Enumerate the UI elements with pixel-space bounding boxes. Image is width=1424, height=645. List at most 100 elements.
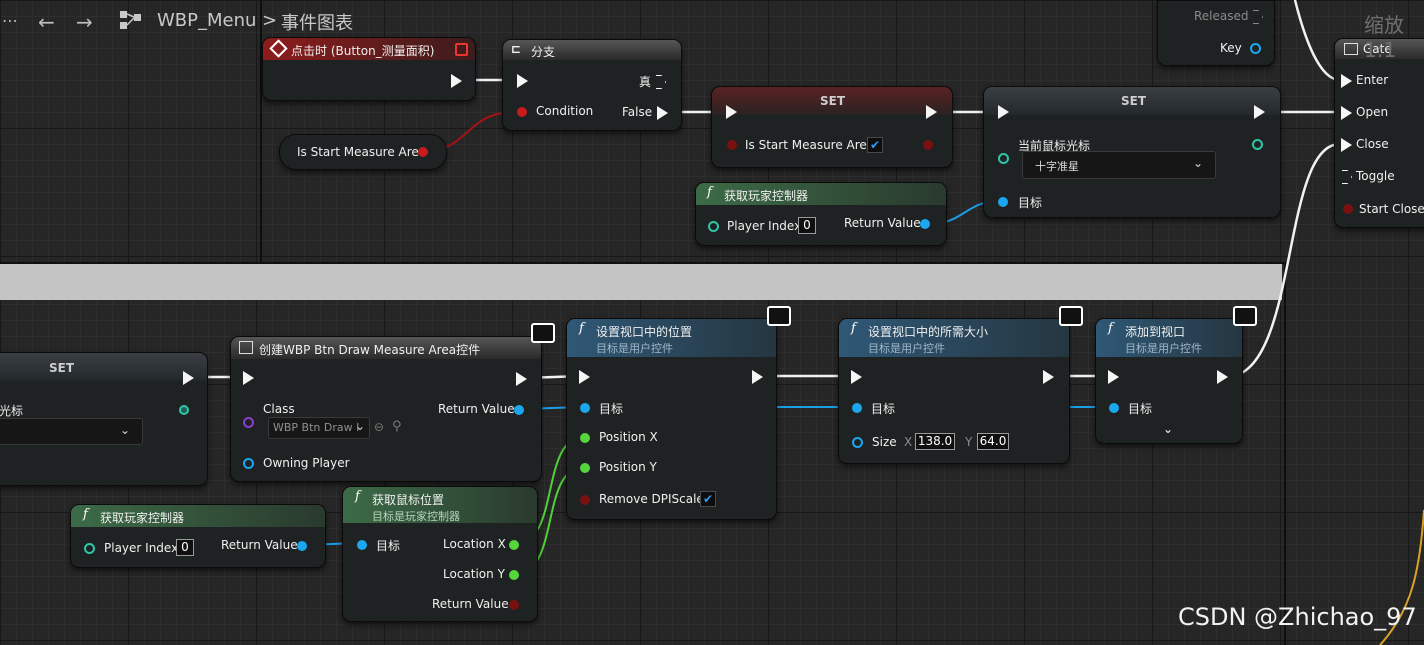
gpc-bottom-index-pin[interactable] (84, 543, 95, 554)
menu-icon[interactable]: ⋯ (2, 11, 18, 30)
event-node[interactable]: 点击时 (Button_测量面积) (262, 37, 476, 101)
branch-icon: ⊏ (511, 42, 522, 56)
set-size-x-label: X (904, 435, 913, 449)
set1-var-label: Is Start Measure Area (745, 138, 875, 152)
create-widget-owning-pin[interactable] (243, 458, 254, 469)
gate-open-pin[interactable] (1341, 106, 1352, 120)
create-widget-exec-in-pin[interactable] (243, 371, 254, 385)
create-widget-node[interactable]: 创建WBP Btn Draw Measure Area控件 Class WBP … (230, 336, 542, 482)
gpc-bottom-return-pin[interactable] (297, 541, 307, 551)
key-node[interactable]: Released Key (1157, 0, 1275, 66)
set-desired-size-node[interactable]: f 设置视口中的所需大小 目标是用户控件 目标 Size X 138.0 Y 6… (838, 318, 1070, 464)
gpc-top-return-label: Return Value (844, 216, 921, 230)
set-size-exec-in-pin[interactable] (851, 370, 862, 384)
set-size-size-pin[interactable] (852, 437, 863, 448)
gate-title: Gate (1363, 42, 1392, 56)
gpc-bottom-index-input[interactable]: 0 (176, 539, 194, 556)
gpc-top-return-pin[interactable] (920, 219, 930, 229)
set-position-in-viewport-node[interactable]: f 设置视口中的位置 目标是用户控件 目标 Position X Positio… (566, 318, 777, 520)
set-size-exec-out-pin[interactable] (1043, 370, 1054, 384)
expand-chevron-icon[interactable]: ⌄ (1163, 422, 1174, 436)
set-left-title: SET (49, 361, 75, 375)
branch-true-pin[interactable] (656, 75, 666, 89)
branch-header: ⊏ 分支 (503, 40, 681, 60)
get-player-controller-top-node[interactable]: f 获取玩家控制器 Player Index 0 Return Value (695, 182, 947, 246)
back-arrow-icon[interactable]: ← (38, 10, 55, 34)
add-viewport-exec-in-pin[interactable] (1108, 370, 1119, 384)
set2-value-pin[interactable] (998, 153, 1009, 164)
gpc-top-header: f 获取玩家控制器 (696, 183, 946, 205)
set-is-start-measure-area-node[interactable]: SET Is Start Measure Area ✔ (711, 86, 953, 168)
set-size-x-input[interactable]: 138.0 (915, 433, 955, 450)
gpc-top-index-pin[interactable] (708, 221, 719, 232)
set2-out-pin[interactable] (1252, 139, 1263, 150)
breadcrumb-graph[interactable]: 事件图表 (281, 13, 353, 34)
set1-exec-in-pin[interactable] (726, 105, 737, 119)
set-pos-dpi-checkbox[interactable]: ✔ (700, 491, 716, 507)
set-pos-exec-out-pin[interactable] (752, 370, 763, 384)
set2-exec-out-pin[interactable] (1254, 105, 1265, 119)
gpc-top-index-input[interactable]: 0 (798, 217, 816, 234)
set-mouse-cursor-node[interactable]: SET 当前鼠标光标 十字准星 ⌄ 目标 (983, 86, 1281, 218)
gate-enter-pin[interactable] (1341, 74, 1352, 88)
set1-value-pin[interactable] (727, 140, 737, 150)
cursor-dropdown-value: 十字准星 (1035, 160, 1079, 173)
set-left-dropdown[interactable]: ⌄ (0, 418, 143, 445)
event-exec-out-pin[interactable] (451, 74, 462, 88)
gate-node[interactable]: Gate Enter Open Close Toggle Start Close (1334, 38, 1424, 228)
class-picker-value: WBP Btn Draw I (273, 421, 360, 434)
browse-search-icon[interactable]: ⚲ (392, 419, 402, 434)
create-widget-class-pin[interactable] (243, 417, 254, 428)
add-viewport-target-pin[interactable] (1109, 403, 1119, 413)
comment-title-bar[interactable] (0, 264, 1282, 300)
set-left-exec-out-pin[interactable] (183, 371, 194, 385)
set1-out-pin[interactable] (923, 140, 933, 150)
use-selected-icon[interactable]: ⊖ (374, 420, 385, 434)
set-pos-y-pin[interactable] (580, 463, 590, 473)
gate-enter-label: Enter (1356, 73, 1389, 87)
set2-target-label: 目标 (1018, 196, 1043, 210)
branch-exec-in-pin[interactable] (517, 74, 528, 88)
set-pos-target-pin[interactable] (580, 403, 590, 413)
set-size-y-input[interactable]: 64.0 (977, 433, 1009, 450)
set-pos-subtitle: 目标是用户控件 (596, 342, 673, 355)
gate-start-close-pin[interactable] (1343, 204, 1353, 214)
getter-out-pin[interactable] (418, 147, 428, 157)
branch-false-pin[interactable] (657, 106, 668, 120)
cursor-dropdown[interactable]: 十字准星 ⌄ (1022, 151, 1216, 179)
key-pin[interactable] (1250, 43, 1261, 54)
released-exec-pin[interactable] (1253, 10, 1263, 24)
set1-exec-out-pin[interactable] (926, 105, 937, 119)
mouse-pos-return-pin[interactable] (509, 600, 519, 610)
mouse-pos-y-pin[interactable] (509, 570, 519, 580)
event-delegate-icon[interactable] (455, 43, 468, 56)
create-widget-exec-out-pin[interactable] (516, 372, 527, 386)
branch-condition-pin[interactable] (517, 107, 527, 117)
breadcrumb-app[interactable]: WBP_Menu (157, 10, 257, 31)
gpc-bottom-index-label: Player Index (104, 541, 179, 555)
forward-arrow-icon[interactable]: → (76, 10, 93, 34)
class-picker[interactable]: WBP Btn Draw I ⌄ (268, 417, 370, 439)
set-left-out-pin[interactable] (179, 405, 189, 415)
get-mouse-position-node[interactable]: f 获取鼠标位置 目标是玩家控制器 目标 Location X Location… (342, 486, 538, 622)
is-start-measure-area-getter[interactable]: Is Start Measure Area (279, 134, 447, 170)
set-pos-dpi-pin[interactable] (580, 495, 590, 505)
gate-toggle-pin[interactable] (1342, 170, 1352, 184)
set-size-target-pin[interactable] (852, 403, 862, 413)
mouse-pos-x-pin[interactable] (509, 540, 519, 550)
add-to-viewport-node[interactable]: f 添加到视口 目标是用户控件 目标 ⌄ (1095, 318, 1243, 444)
getter-label: Is Start Measure Area (297, 145, 427, 159)
set-left-node[interactable]: SET 光标 ⌄ (0, 352, 208, 486)
set1-value-checkbox[interactable]: ✔ (867, 137, 883, 153)
get-player-controller-bottom-node[interactable]: f 获取玩家控制器 Player Index 0 Return Value (70, 504, 326, 568)
set2-exec-in-pin[interactable] (998, 105, 1009, 119)
gate-close-pin[interactable] (1341, 138, 1352, 152)
set2-target-pin[interactable] (998, 197, 1008, 207)
branch-node[interactable]: ⊏ 分支 真 Condition False (502, 39, 682, 131)
create-widget-return-pin[interactable] (514, 405, 524, 415)
set-pos-x-pin[interactable] (580, 433, 590, 443)
set-pos-title: 设置视口中的位置 (596, 325, 693, 339)
set-pos-exec-in-pin[interactable] (579, 370, 590, 384)
mouse-pos-target-pin[interactable] (357, 540, 367, 550)
add-viewport-exec-out-pin[interactable] (1217, 370, 1228, 384)
